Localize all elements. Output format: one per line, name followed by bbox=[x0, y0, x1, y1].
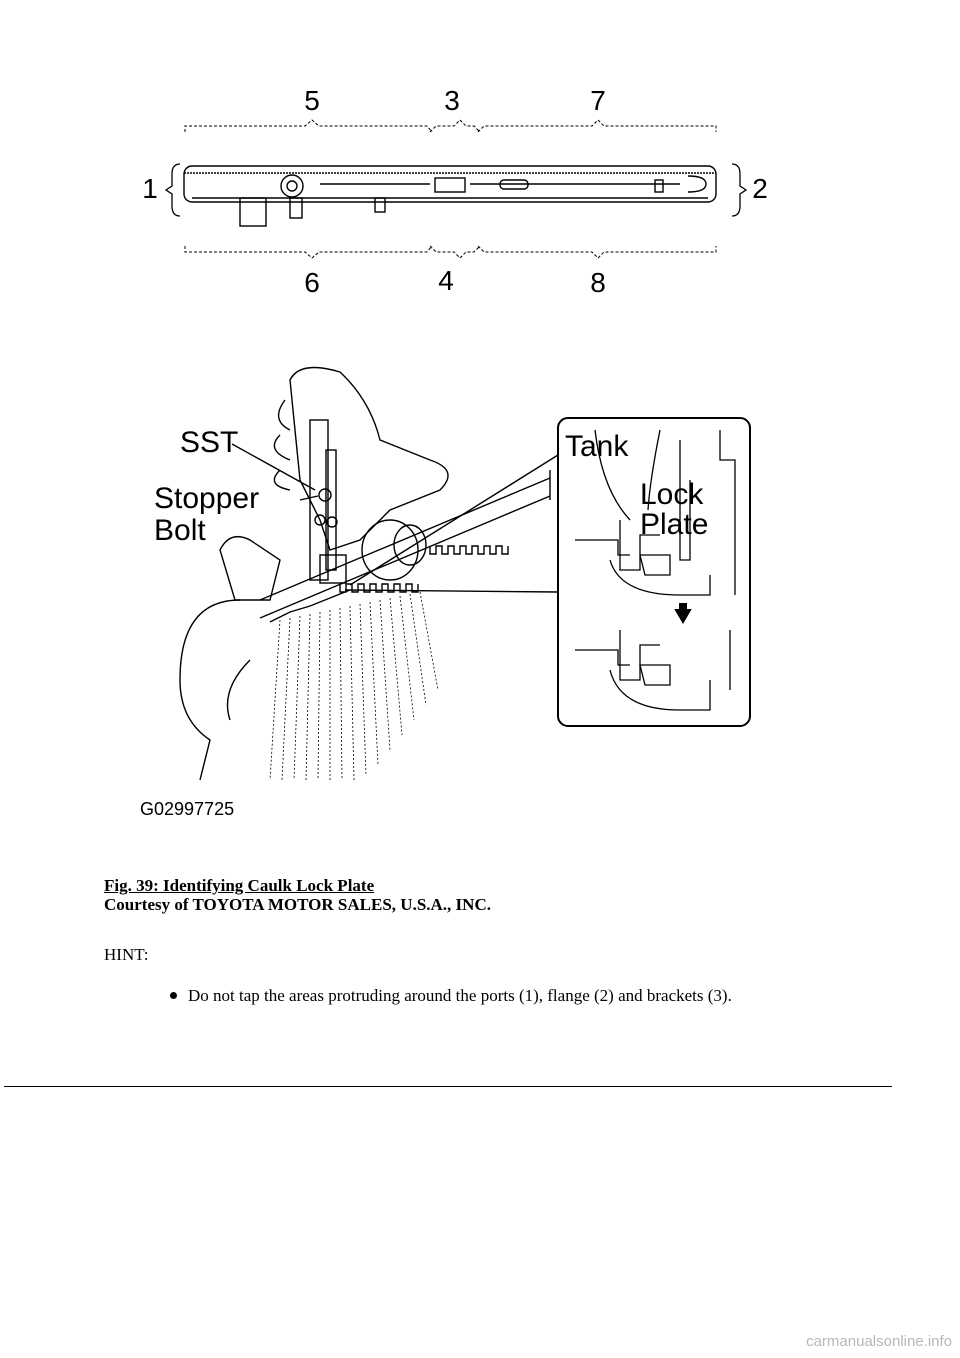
callout-4: 4 bbox=[438, 265, 454, 296]
figure-title[interactable]: Fig. 39: Identifying Caulk Lock Plate bbox=[104, 876, 375, 895]
figure-code: G02997725 bbox=[140, 799, 234, 819]
callout-3: 3 bbox=[444, 85, 460, 116]
label-lock: Lock bbox=[640, 478, 704, 511]
list-item: Do not tap the areas protruding around t… bbox=[170, 986, 732, 1006]
callout-5: 5 bbox=[304, 85, 320, 116]
label-stopper: Stopper bbox=[154, 482, 259, 515]
hint-list: Do not tap the areas protruding around t… bbox=[170, 986, 732, 1006]
callout-1: 1 bbox=[142, 173, 158, 204]
figure-caption: Fig. 39: Identifying Caulk Lock Plate Co… bbox=[104, 876, 491, 914]
label-bolt: Bolt bbox=[154, 514, 206, 547]
watermark-text: carmanualsonline.info bbox=[806, 1333, 952, 1350]
label-plate: Plate bbox=[640, 508, 708, 541]
page-divider bbox=[4, 1086, 892, 1087]
callout-2: 2 bbox=[752, 173, 768, 204]
tank-sections-diagram: 1 2 3 4 5 6 7 8 bbox=[142, 85, 768, 298]
callout-7: 7 bbox=[590, 85, 606, 116]
callout-6: 6 bbox=[304, 267, 320, 298]
callout-8: 8 bbox=[590, 267, 606, 298]
caulking-illustration: SST Stopper Bolt Tank Lock Plate G029977… bbox=[140, 366, 751, 819]
label-tank: Tank bbox=[565, 430, 629, 463]
hint-label: HINT: bbox=[104, 945, 149, 964]
figure-courtesy: Courtesy of TOYOTA MOTOR SALES, U.S.A., … bbox=[104, 895, 491, 914]
label-sst: SST bbox=[180, 426, 238, 459]
